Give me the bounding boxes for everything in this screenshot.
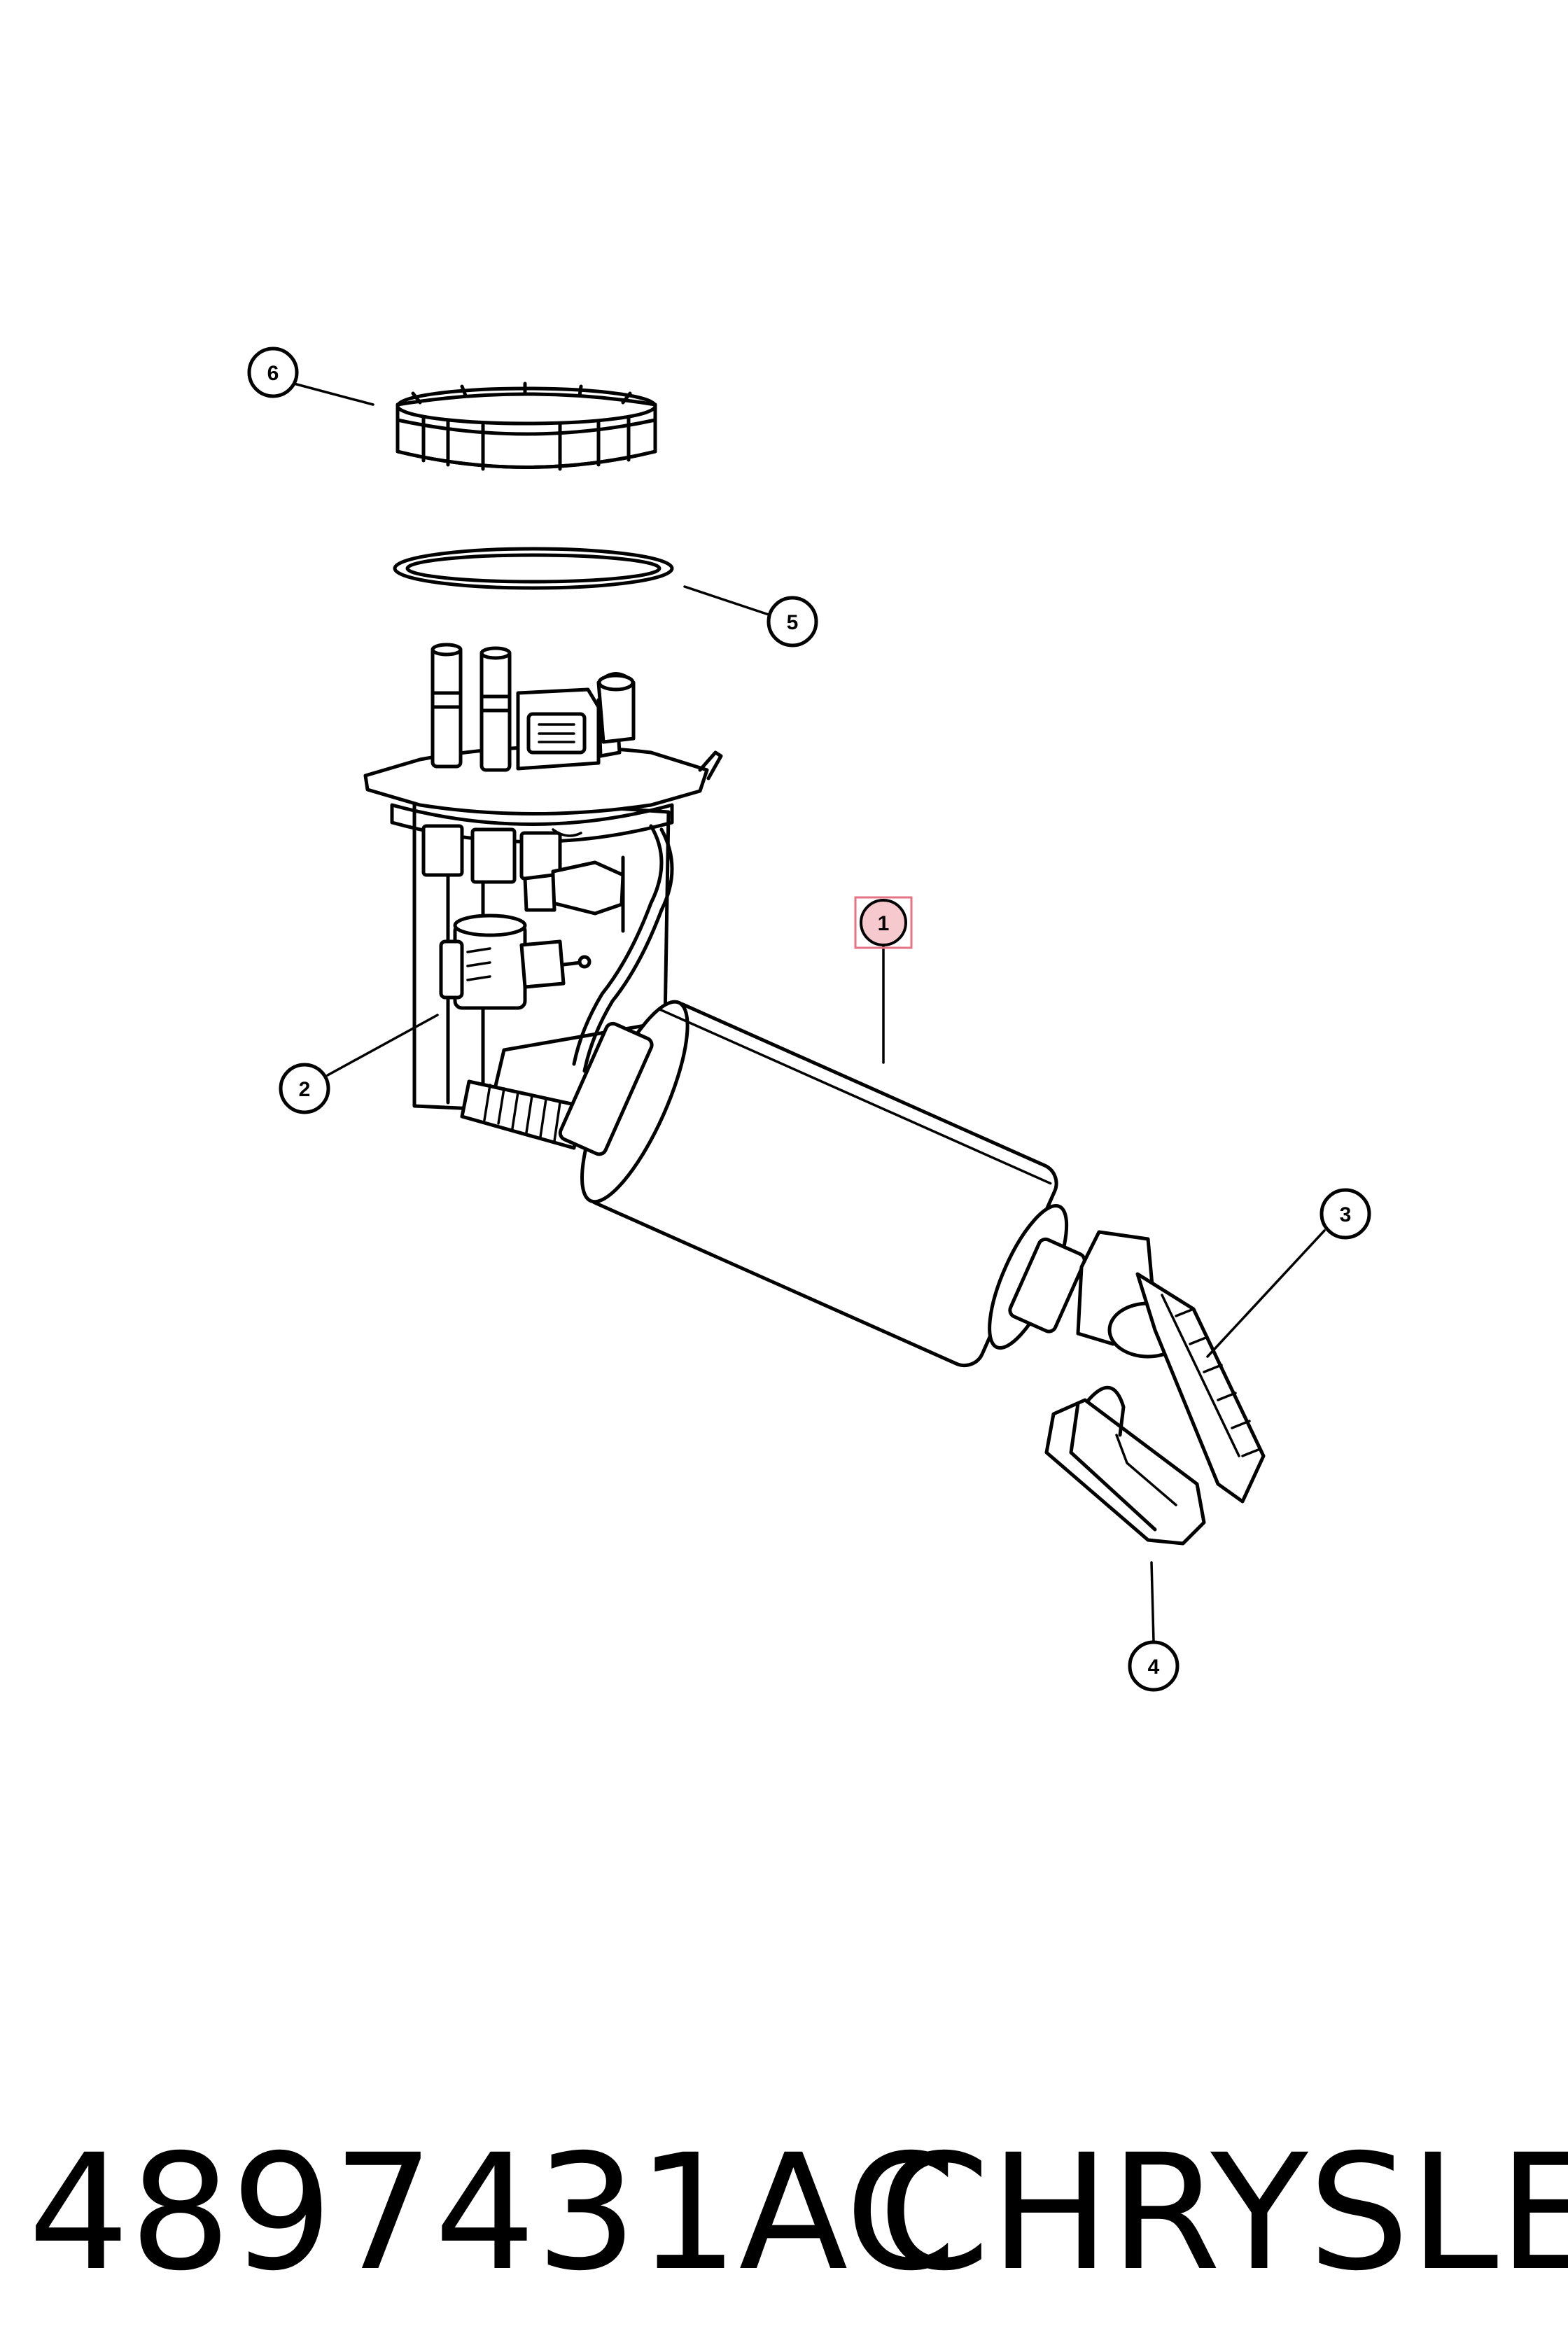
callout-number-2: 2: [299, 1078, 311, 1101]
callout-number-1: 1: [878, 912, 890, 935]
leader-line-6: [293, 382, 374, 406]
hose-spring: [460, 1079, 583, 1150]
pressure-regulator-icon: [439, 913, 592, 1010]
highlight-box-1: [854, 896, 913, 949]
lock-ring-icon: [396, 382, 657, 471]
callout-number-5: 5: [787, 611, 799, 634]
callout-circle-6: [247, 346, 299, 398]
brand-text: CHRYSLER: [878, 2120, 1568, 2306]
callout-number-4: 4: [1148, 1656, 1160, 1679]
level-sensor-icon: [1076, 1230, 1266, 1504]
pump-body: [558, 1000, 1086, 1368]
callout-circle-1: [860, 899, 907, 946]
leader-line-2: [326, 1014, 439, 1077]
callout-number-6: 6: [267, 362, 279, 385]
strainer-filter-icon: [1044, 1385, 1206, 1546]
callout-number-3: 3: [1340, 1203, 1352, 1226]
callout-circle-4: [1128, 1640, 1180, 1692]
callout-circle-5: [766, 596, 818, 648]
seal-ring-icon: [393, 547, 674, 590]
leader-line-4: [1150, 1561, 1155, 1643]
leader-line-3: [1206, 1229, 1326, 1358]
leader-line-5: [683, 585, 770, 616]
part-number-text: 4897431AC: [28, 2120, 957, 2306]
callout-circle-2: [279, 1063, 330, 1114]
callout-circle-3: [1320, 1188, 1371, 1240]
